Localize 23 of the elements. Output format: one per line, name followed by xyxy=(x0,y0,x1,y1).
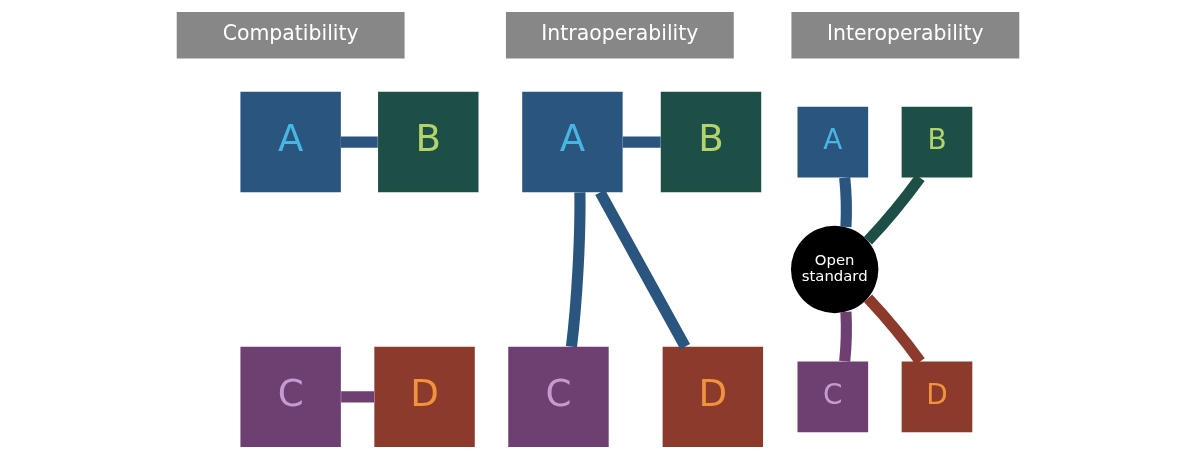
node-box: C xyxy=(239,346,341,448)
node-box: A xyxy=(239,91,341,193)
node-box: B xyxy=(377,91,478,193)
connector xyxy=(594,189,690,350)
node-box: Intraoperability xyxy=(505,11,734,59)
node-box: A xyxy=(797,106,868,178)
node-box: C xyxy=(507,346,609,448)
node-box: C xyxy=(797,361,868,433)
node-box: B xyxy=(660,91,761,193)
node-circle: Open standard xyxy=(790,225,878,314)
node-box: Interoperability xyxy=(790,11,1019,59)
node-box: A xyxy=(521,91,623,193)
node-box: D xyxy=(662,346,763,448)
connector xyxy=(340,391,374,403)
connector xyxy=(622,136,661,148)
connector xyxy=(340,136,378,148)
node-box: Compatibility xyxy=(176,11,405,59)
connector xyxy=(863,294,925,365)
connector xyxy=(565,192,586,348)
node-box: D xyxy=(373,346,475,448)
node-box: D xyxy=(901,361,972,433)
connector xyxy=(863,174,925,245)
node-box: B xyxy=(901,106,972,178)
